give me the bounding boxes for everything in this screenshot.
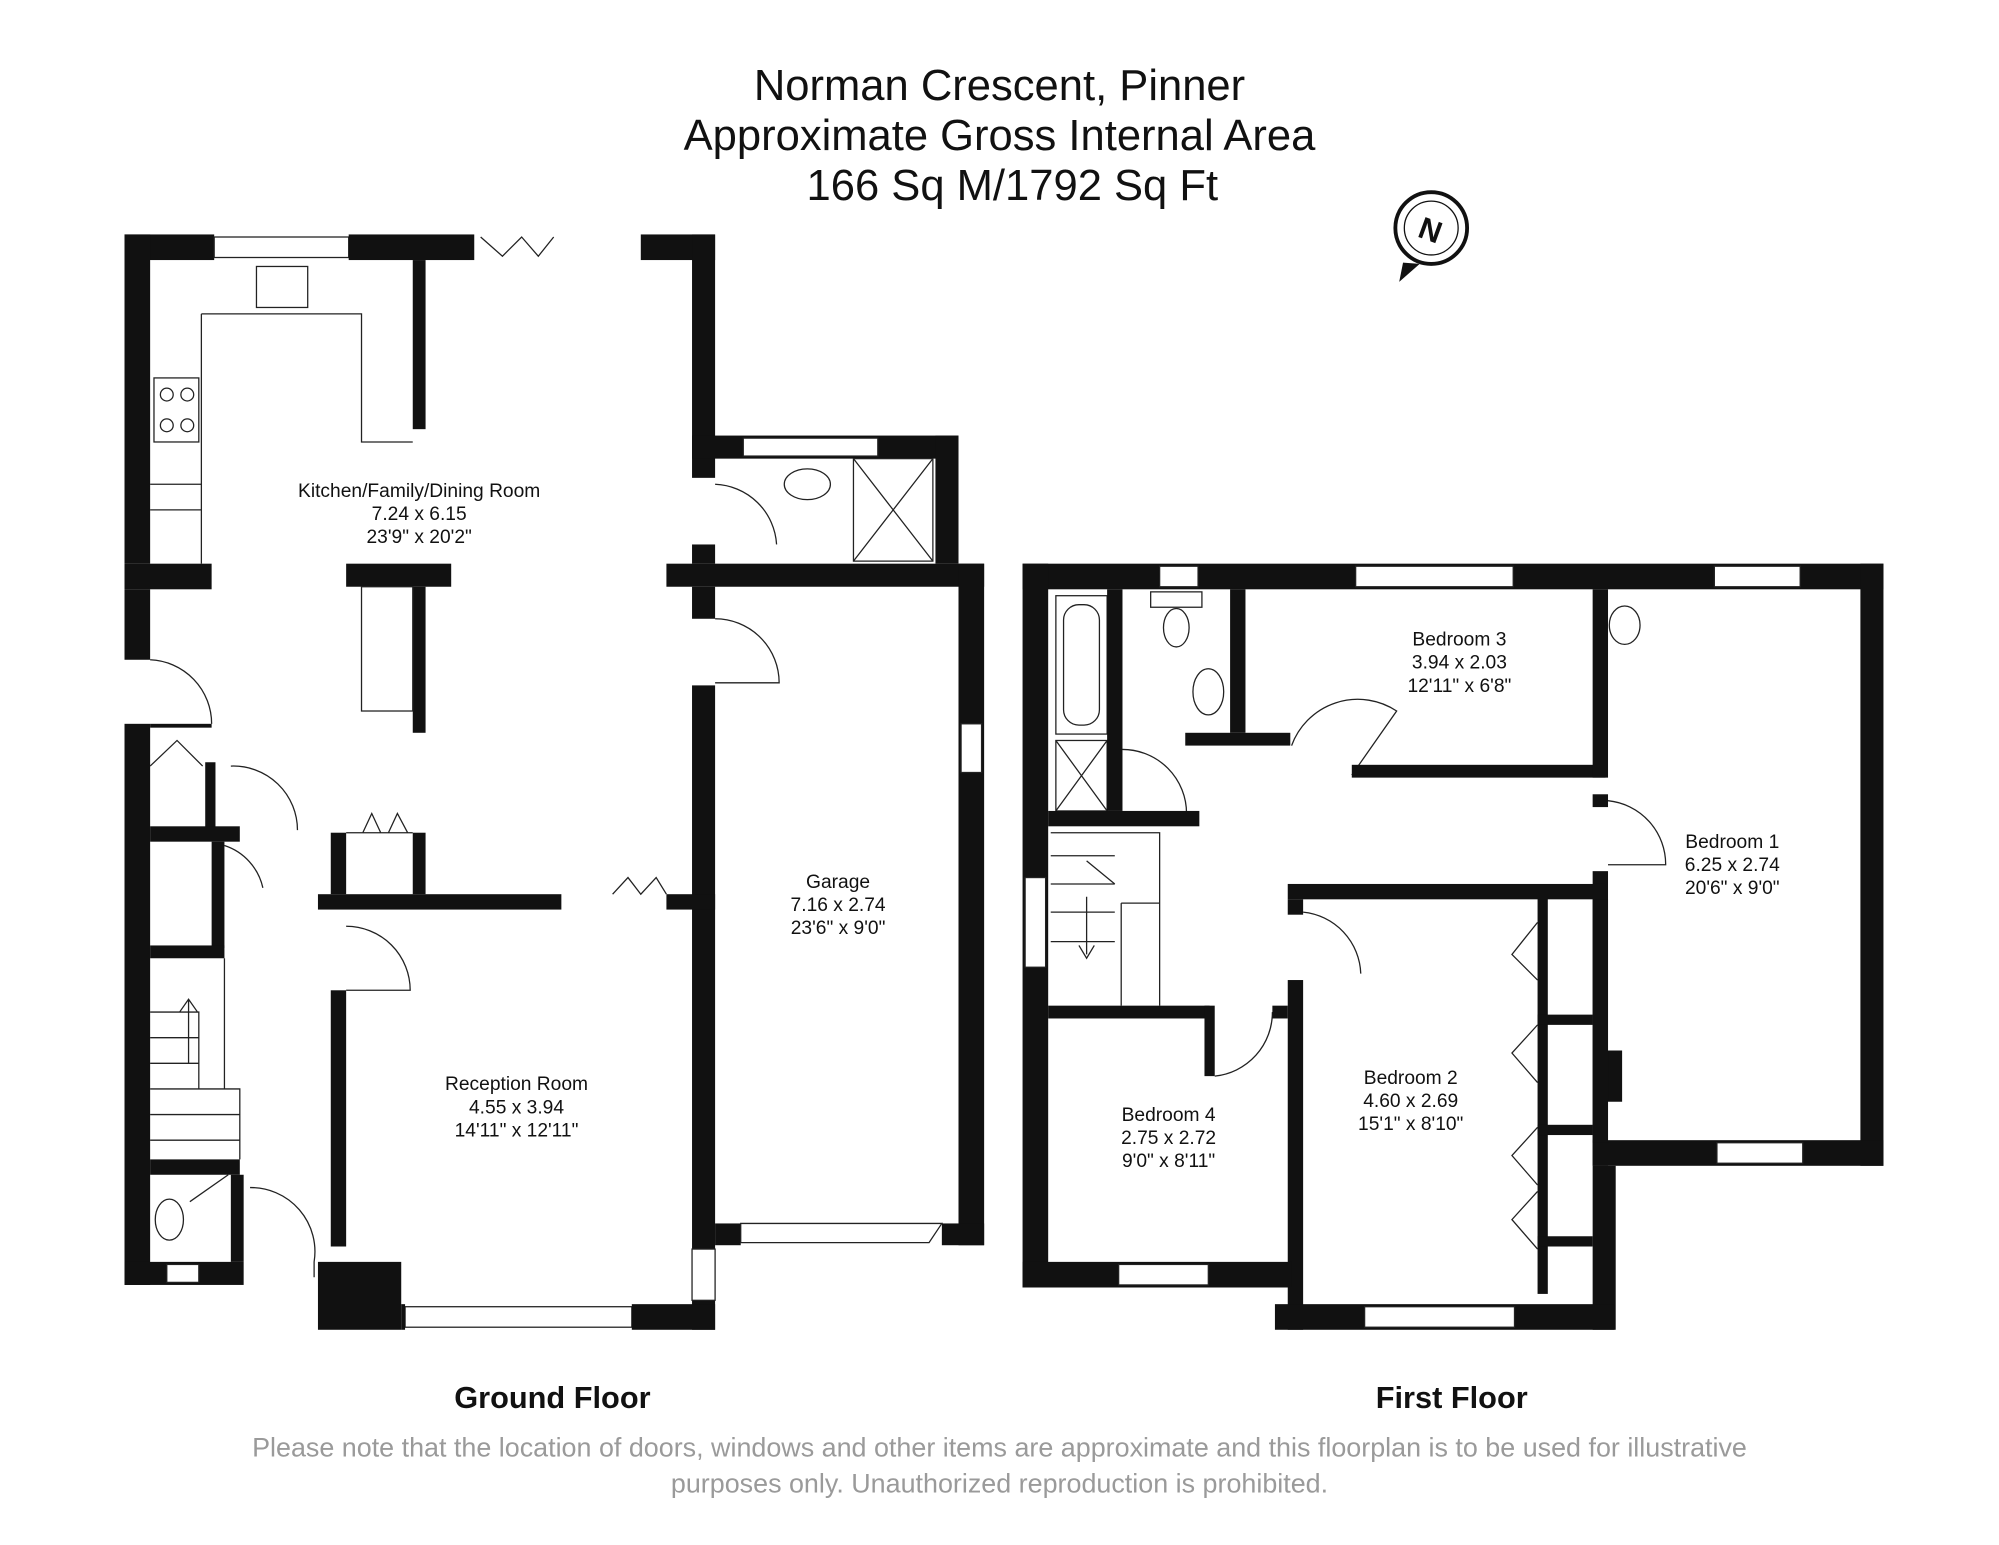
room-imperial: 23'6" x 9'0" [791,918,886,939]
room-label-garage: Garage 7.16 x 2.74 23'6" x 9'0" [791,872,886,939]
north-compass-icon: N [1393,190,1470,282]
ground-floor-plan [124,234,985,1330]
disclaimer-line-2: purposes only. Unauthorized reproduction… [671,1468,1328,1498]
room-metric: 4.60 x 2.69 [1363,1091,1458,1112]
room-imperial: 20'6" x 9'0" [1685,878,1780,899]
room-imperial: 23'9" x 20'2" [367,527,472,548]
room-imperial: 14'11" x 12'11" [455,1120,579,1141]
room-label-reception: Reception Room 4.55 x 3.94 14'11" x 12'1… [445,1074,588,1141]
room-name: Bedroom 3 [1412,630,1506,651]
room-name: Bedroom 2 [1364,1068,1458,1089]
room-imperial: 9'0" x 8'11" [1122,1151,1215,1172]
room-metric: 2.75 x 2.72 [1121,1128,1216,1149]
room-name: Bedroom 1 [1685,832,1779,853]
property-title: Norman Crescent, Pinner [754,62,1245,110]
room-label-bedroom-1: Bedroom 1 6.25 x 2.74 20'6" x 9'0" [1685,832,1780,899]
room-metric: 7.16 x 2.74 [791,895,886,916]
room-name: Garage [806,872,870,893]
first-floor-plan [1022,563,1884,1330]
area-heading: Approximate Gross Internal Area [684,112,1317,160]
room-metric: 6.25 x 2.74 [1685,855,1780,876]
room-name: Bedroom 4 [1122,1105,1216,1126]
room-label-bedroom-3: Bedroom 3 3.94 x 2.03 12'11" x 6'8" [1407,630,1511,697]
room-name: Kitchen/Family/Dining Room [298,481,540,502]
room-name: Reception Room [445,1074,588,1095]
area-value: 166 Sq M/1792 Sq Ft [807,162,1219,210]
header: Norman Crescent, Pinner Approximate Gros… [684,62,1317,210]
room-label-bedroom-4: Bedroom 4 2.75 x 2.72 9'0" x 8'11" [1121,1105,1216,1172]
ground-floor-label: Ground Floor [454,1380,650,1415]
room-label-kitchen: Kitchen/Family/Dining Room 7.24 x 6.15 2… [298,481,540,548]
room-metric: 7.24 x 6.15 [372,504,467,525]
first-floor-label: First Floor [1376,1380,1528,1415]
room-imperial: 12'11" x 6'8" [1407,676,1511,697]
room-label-bedroom-2: Bedroom 2 4.60 x 2.69 15'1" x 8'10" [1358,1068,1463,1135]
room-imperial: 15'1" x 8'10" [1358,1114,1463,1135]
room-metric: 4.55 x 3.94 [469,1097,564,1118]
room-metric: 3.94 x 2.03 [1412,653,1507,674]
disclaimer-line-1: Please note that the location of doors, … [252,1433,1747,1463]
